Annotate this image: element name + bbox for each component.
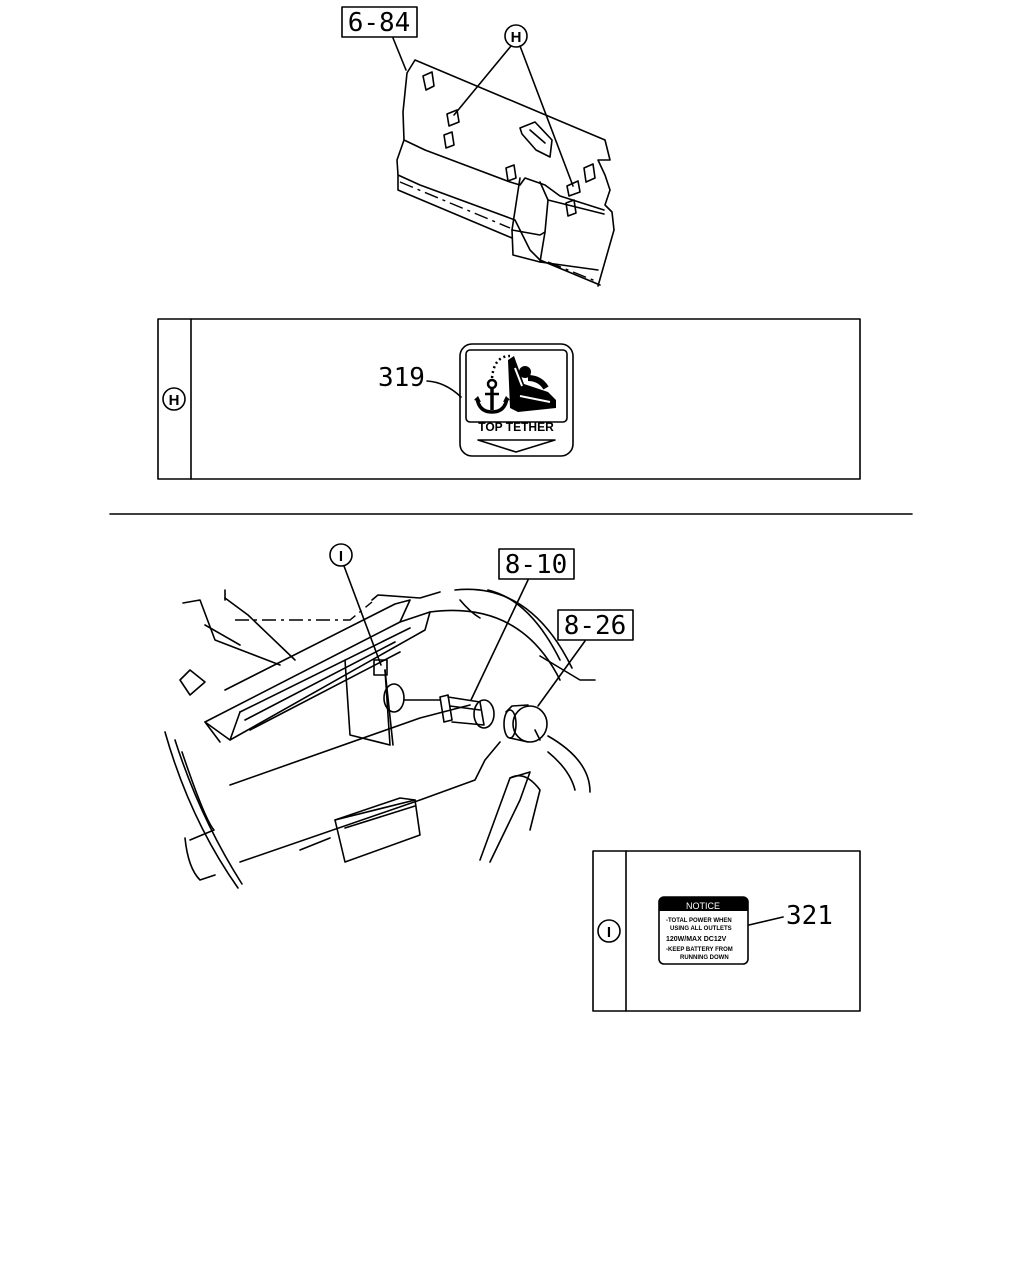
detail-box-i: I NOTICE -TOTAL POWER WHEN USING ALL OUT… — [592, 850, 861, 1012]
marker-h-top-letter: H — [511, 29, 522, 46]
notice-line-2: USING ALL OUTLETS — [670, 926, 732, 932]
callout-6-84: 6-84 — [341, 6, 418, 71]
part-number-321: 321 — [786, 901, 833, 931]
top-tether-text: TOP TETHER — [478, 420, 554, 434]
detail-box-h: H 319 TOP TE — [157, 318, 861, 480]
notice-line-3: 120W/MAX DC12V — [666, 936, 727, 943]
marker-i-top: I — [329, 543, 388, 676]
marker-h-top: H — [453, 24, 574, 187]
rear-panel-illustration — [396, 59, 615, 287]
top-tether-label: TOP TETHER — [459, 343, 574, 457]
detail-h-marker-letter: H — [169, 392, 180, 409]
notice-line-5: RUNNING DOWN — [680, 955, 729, 961]
marker-i-top-letter: I — [339, 548, 343, 565]
power-outlet-socket — [439, 694, 495, 729]
callout-6-84-label: 6-84 — [348, 8, 411, 38]
callout-8-10-label: 8-10 — [505, 550, 568, 580]
part-number-319: 319 — [378, 363, 425, 393]
callout-8-10: 8-10 — [470, 548, 575, 701]
notice-line-1: -TOTAL POWER WHEN — [666, 918, 732, 924]
cargo-area-illustration — [164, 588, 596, 889]
anchor-child-seat-icon — [474, 354, 556, 414]
callout-8-26-label: 8-26 — [564, 611, 627, 641]
callout-8-26: 8-26 — [537, 609, 634, 707]
outlet-cap — [503, 704, 548, 743]
detail-i-marker-letter: I — [607, 924, 611, 941]
notice-label: NOTICE -TOTAL POWER WHEN USING ALL OUTLE… — [658, 896, 749, 965]
notice-title: NOTICE — [686, 901, 720, 911]
notice-line-4: -KEEP BATTERY FROM — [666, 947, 733, 953]
